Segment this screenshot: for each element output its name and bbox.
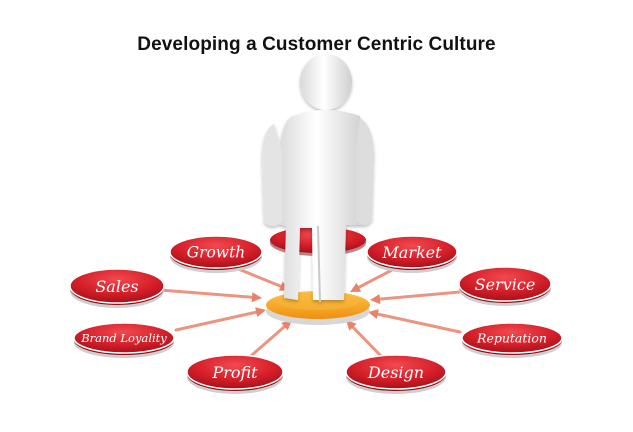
arrow-design (351, 325, 382, 357)
arrow-brand-loyality (174, 310, 258, 332)
pill-service: Service (458, 266, 552, 306)
pill-design: Design (345, 354, 447, 394)
pill-sales: Sales (69, 268, 165, 308)
arrowhead-service (370, 294, 381, 305)
arrow-service (378, 290, 462, 301)
pill-profit: Profit (186, 354, 284, 394)
pill-label-sales: Sales (95, 277, 138, 296)
arrowhead-design (346, 320, 357, 331)
arrow-growth (234, 266, 283, 288)
pill-label-brand-loyality: Brand Loyality (80, 331, 167, 345)
person-figure (262, 54, 374, 303)
pill-brand-loyality: Brand Loyality (73, 322, 175, 358)
arrow-market (357, 268, 394, 289)
pill-growth: Growth (169, 235, 263, 273)
pill-market: Market (366, 235, 458, 273)
arrow-profit (250, 325, 286, 357)
arrowhead-reputation (368, 309, 379, 320)
arrow-sales (158, 288, 254, 299)
diagram-title: Developing a Customer Centric Culture (137, 34, 496, 55)
arrowhead-brand-loyality (255, 307, 266, 318)
pill-label-growth: Growth (187, 244, 246, 262)
pill-label-design: Design (367, 363, 424, 382)
arrowhead-market (350, 282, 362, 292)
pill-label-profit: Profit (211, 363, 258, 382)
pill-reputation: Reputation (461, 322, 563, 358)
arrow-reputation (376, 312, 462, 334)
pill-label-service: Service (475, 275, 536, 294)
pill-label-reputation: Reputation (476, 331, 547, 346)
pill-label-market: Market (381, 243, 442, 262)
arrows-group (158, 266, 462, 357)
arrowhead-sales (251, 292, 262, 303)
